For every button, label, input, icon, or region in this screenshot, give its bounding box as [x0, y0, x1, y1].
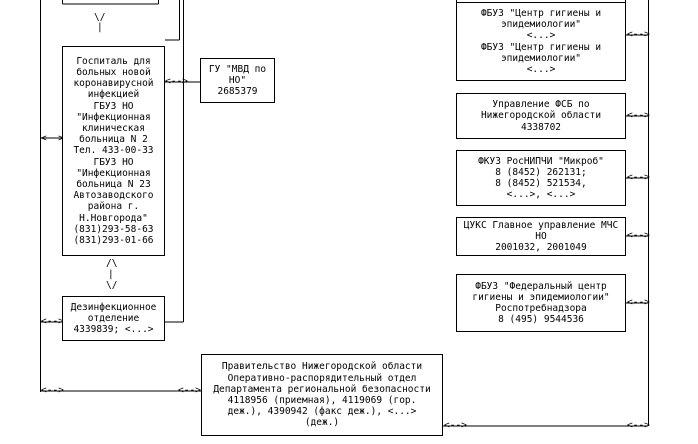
- arrow-right-fbuz-federal: <-->: [627, 297, 650, 308]
- arrow-left-hospital: <-->: [41, 133, 64, 144]
- hospital-line: ГБУЗ НО: [93, 100, 134, 112]
- fsb-line: Управление ФСБ по: [492, 99, 590, 111]
- arrow-top-down-bar: |: [97, 22, 103, 33]
- mchs-line: 2001032, 2001049: [495, 242, 587, 254]
- fbuz-hygiene-line: ФБУЗ "Центр гигиены и: [480, 7, 602, 19]
- fsb-line: Нижегородской области: [480, 110, 602, 122]
- arrow-government-right: <-->: [444, 420, 467, 431]
- hospital-line: Автозаводского: [73, 190, 154, 202]
- disinfection-line: отделение: [87, 312, 140, 324]
- arrow-updown-top: /\: [106, 258, 118, 269]
- disinfection-node: Дезинфекционное отделение 4339839; <...>: [62, 296, 165, 341]
- hospital-line: коронавирусной: [73, 78, 154, 90]
- fsb-line: 4338702: [520, 121, 562, 133]
- fbuz-hygiene-node: ФБУЗ "Центр гигиены и эпидемиологии" <..…: [456, 2, 626, 81]
- fbuz-federal-line: 8 (495) 9544536: [498, 314, 584, 326]
- mikrob-line: <...>, <...>: [506, 189, 576, 201]
- mikrob-line: 8 (8452) 262131;: [495, 166, 587, 178]
- government-line: деж.), 4390942 (факс деж.), <...>: [227, 406, 417, 418]
- hospital-line: больница N 23: [76, 179, 151, 190]
- mikrob-line: ФКУЗ РосНИПЧИ "Микроб": [478, 155, 604, 167]
- arrow-updown-bottom: \/: [106, 280, 118, 291]
- arrow-top-down-v: \/: [94, 12, 106, 23]
- government-line: Департамента региональной безопасности: [213, 383, 431, 395]
- government-line: (деж.): [304, 417, 340, 429]
- hospital-line: "Инфекционная: [76, 167, 151, 179]
- fbuz-hygiene-line: <...>: [526, 63, 556, 75]
- hospital-line: ГБУЗ НО: [93, 156, 134, 168]
- hospital-line: инфекцией: [87, 89, 140, 101]
- disinfection-line: Дезинфекционное: [70, 301, 157, 313]
- hospital-line: (831)293-01-66: [73, 235, 154, 247]
- arrow-government-left-end: <-->: [178, 385, 201, 396]
- hospital-line: клиническая: [82, 122, 145, 134]
- fbuz-hygiene-line: эпидемиологии": [500, 19, 582, 31]
- arrow-government-right-end: <-->: [627, 420, 650, 431]
- mchs-line: ЦУКС Главное управление МЧС: [463, 219, 619, 231]
- fbuz-hygiene-line: <...>: [526, 30, 556, 42]
- hospital-node: Госпиталь для больных новой коронавирусн…: [62, 46, 165, 256]
- arrow-right-fsb: <-->: [627, 110, 650, 121]
- mvd-line: ГУ "МВД по: [208, 63, 267, 75]
- government-node: Правительство Нижегородской области Опер…: [201, 354, 443, 436]
- arrow-right-mchs: <-->: [627, 230, 650, 241]
- hospital-line: Госпиталь для: [76, 55, 151, 67]
- government-line: Правительство Нижегородской области: [221, 361, 423, 373]
- hospital-line: Н.Новгорода": [79, 212, 148, 224]
- arrow-hospital-mvd: <-->: [165, 76, 188, 87]
- mchs-node: ЦУКС Главное управление МЧС НО 2001032, …: [456, 217, 626, 256]
- hospital-line: "Инфекционная: [76, 111, 151, 123]
- arrow-right-fbuz-hygiene: <-->: [627, 29, 650, 40]
- fbuz-federal-node: ФБУЗ "Федеральный центр гигиены и эпидем…: [456, 274, 626, 332]
- mchs-line: НО: [535, 230, 547, 242]
- fbuz-hygiene-line: ФБУЗ "Центр гигиены и: [480, 41, 602, 53]
- mvd-node: ГУ "МВД по НО" 2685379: [200, 58, 275, 103]
- fbuz-federal-line: Роспотребнадзора: [495, 303, 587, 314]
- government-line: 4118956 (приемная), 4119069 (гор.: [227, 395, 417, 406]
- arrow-right-mikrob: <-->: [627, 172, 650, 183]
- arrow-government-left: <-->: [41, 385, 64, 396]
- arrow-left-disinfection: <-->: [41, 316, 64, 327]
- hospital-line: (831)293-58-63: [73, 223, 154, 235]
- arrow-updown-bar: |: [108, 269, 114, 280]
- hospital-line: Тел. 433-00-33: [73, 145, 154, 157]
- hospital-line: больных новой: [76, 66, 151, 78]
- fbuz-hygiene-line: эпидемиологии": [500, 52, 582, 64]
- government-line: Оперативно-распорядительный отдел: [227, 372, 417, 384]
- fbuz-federal-line: гигиены и эпидемиологии": [472, 291, 610, 303]
- mikrob-line: 8 (8452) 521534,: [495, 178, 587, 189]
- mvd-line: 2685379: [217, 86, 258, 98]
- hospital-line: больница N 2: [79, 134, 148, 146]
- disinfection-line: 4339839; <...>: [73, 324, 154, 336]
- fbuz-federal-line: ФБУЗ "Федеральный центр: [475, 280, 607, 292]
- fsb-node: Управление ФСБ по Нижегородской области …: [456, 93, 626, 139]
- mvd-line: НО": [228, 74, 247, 86]
- hospital-line: района г.: [87, 201, 140, 213]
- mikrob-node: ФКУЗ РосНИПЧИ "Микроб" 8 (8452) 262131; …: [456, 150, 626, 206]
